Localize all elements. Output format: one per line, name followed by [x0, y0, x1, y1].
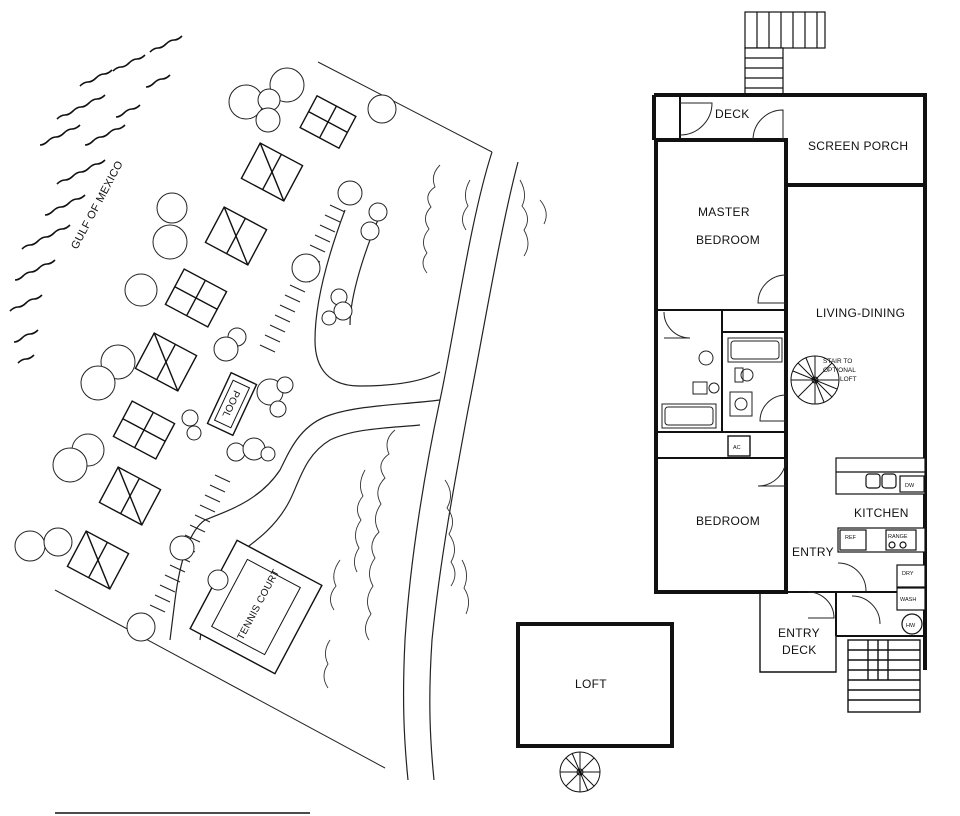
cottage: [112, 400, 176, 460]
stair-note-line2: OPTIONAL: [823, 367, 856, 374]
trees: [14, 67, 397, 642]
loft: LOFT: [516, 622, 674, 793]
ref-label: REF: [845, 535, 857, 541]
tree: [80, 365, 116, 401]
cottage: [66, 530, 130, 590]
cottage: [134, 332, 198, 392]
gulf-waves: [9, 35, 183, 364]
fixture-labels: DW REF RANGE DRY WASH HW: [845, 483, 916, 629]
entry-label: ENTRY: [792, 545, 834, 559]
tree: [126, 612, 156, 642]
hw-label: HW: [906, 623, 916, 629]
tree: [333, 301, 353, 321]
tree: [207, 569, 229, 591]
screen-porch-label: SCREEN PORCH: [808, 139, 908, 153]
tree: [291, 253, 321, 283]
interior-walls: [656, 95, 925, 637]
tree: [43, 527, 73, 557]
cottage: [299, 94, 357, 150]
entry-deck-label-line2: DECK: [782, 643, 817, 657]
cottage: [164, 268, 228, 328]
cottages: [66, 94, 357, 590]
tree: [368, 202, 388, 222]
tree: [260, 446, 276, 462]
site-plan: GULF OF MEXICO: [9, 35, 547, 781]
stair-note-line1: STAIR TO: [823, 358, 852, 365]
pool: POOL: [206, 371, 258, 437]
main-road: [402, 151, 519, 781]
dw-label: DW: [905, 483, 915, 489]
living-dining-label: LIVING-DINING: [816, 306, 905, 320]
cottage: [98, 466, 162, 526]
tree: [181, 409, 199, 427]
bathrooms: [661, 337, 783, 429]
entry-deck-label-line1: ENTRY: [778, 626, 820, 640]
site-boundary: [54, 61, 493, 769]
floor-plan: AC: [516, 11, 927, 793]
tree: [226, 442, 246, 462]
tennis-court: TENNIS COURT: [189, 539, 323, 675]
deck-label: DECK: [715, 107, 750, 121]
tree: [52, 447, 88, 483]
master-bedroom-label-line2: BEDROOM: [696, 233, 760, 247]
wash-label: WASH: [900, 597, 916, 603]
tree: [276, 376, 294, 394]
stair-note-line3: LOFT: [840, 376, 857, 383]
kitchen-label: KITCHEN: [854, 506, 909, 520]
cottage: [204, 206, 268, 266]
door-swings: [663, 102, 881, 625]
tree: [360, 221, 380, 241]
loft-spiral-stair: [559, 751, 601, 793]
cottage: [240, 142, 304, 202]
tree: [186, 425, 202, 441]
ac-label: AC: [733, 445, 741, 451]
tree: [213, 336, 239, 362]
entry-deck: [759, 594, 921, 713]
tree: [269, 400, 287, 418]
tree: [169, 535, 195, 561]
tree: [156, 192, 188, 224]
loft-label: LOFT: [575, 677, 607, 691]
shrubs: [323, 164, 547, 689]
room-labels: DECK SCREEN PORCH MASTER BEDROOM LIVING-…: [696, 107, 909, 657]
bedroom-label: BEDROOM: [696, 514, 760, 528]
range-label: RANGE: [888, 534, 908, 540]
tree: [124, 273, 158, 307]
outer-walls: [652, 93, 927, 670]
tree: [14, 530, 46, 562]
spiral-stair: [790, 355, 840, 405]
kitchen-counters: [835, 457, 926, 635]
tree: [152, 224, 188, 260]
tree: [269, 67, 305, 103]
rear-stairs: [744, 11, 826, 95]
dry-label: DRY: [902, 571, 914, 577]
tree: [367, 94, 397, 124]
tree: [321, 310, 337, 326]
master-bedroom-label-line1: MASTER: [698, 205, 750, 219]
ac-closet: AC: [727, 435, 751, 457]
tree: [255, 107, 281, 133]
tree: [337, 180, 363, 206]
